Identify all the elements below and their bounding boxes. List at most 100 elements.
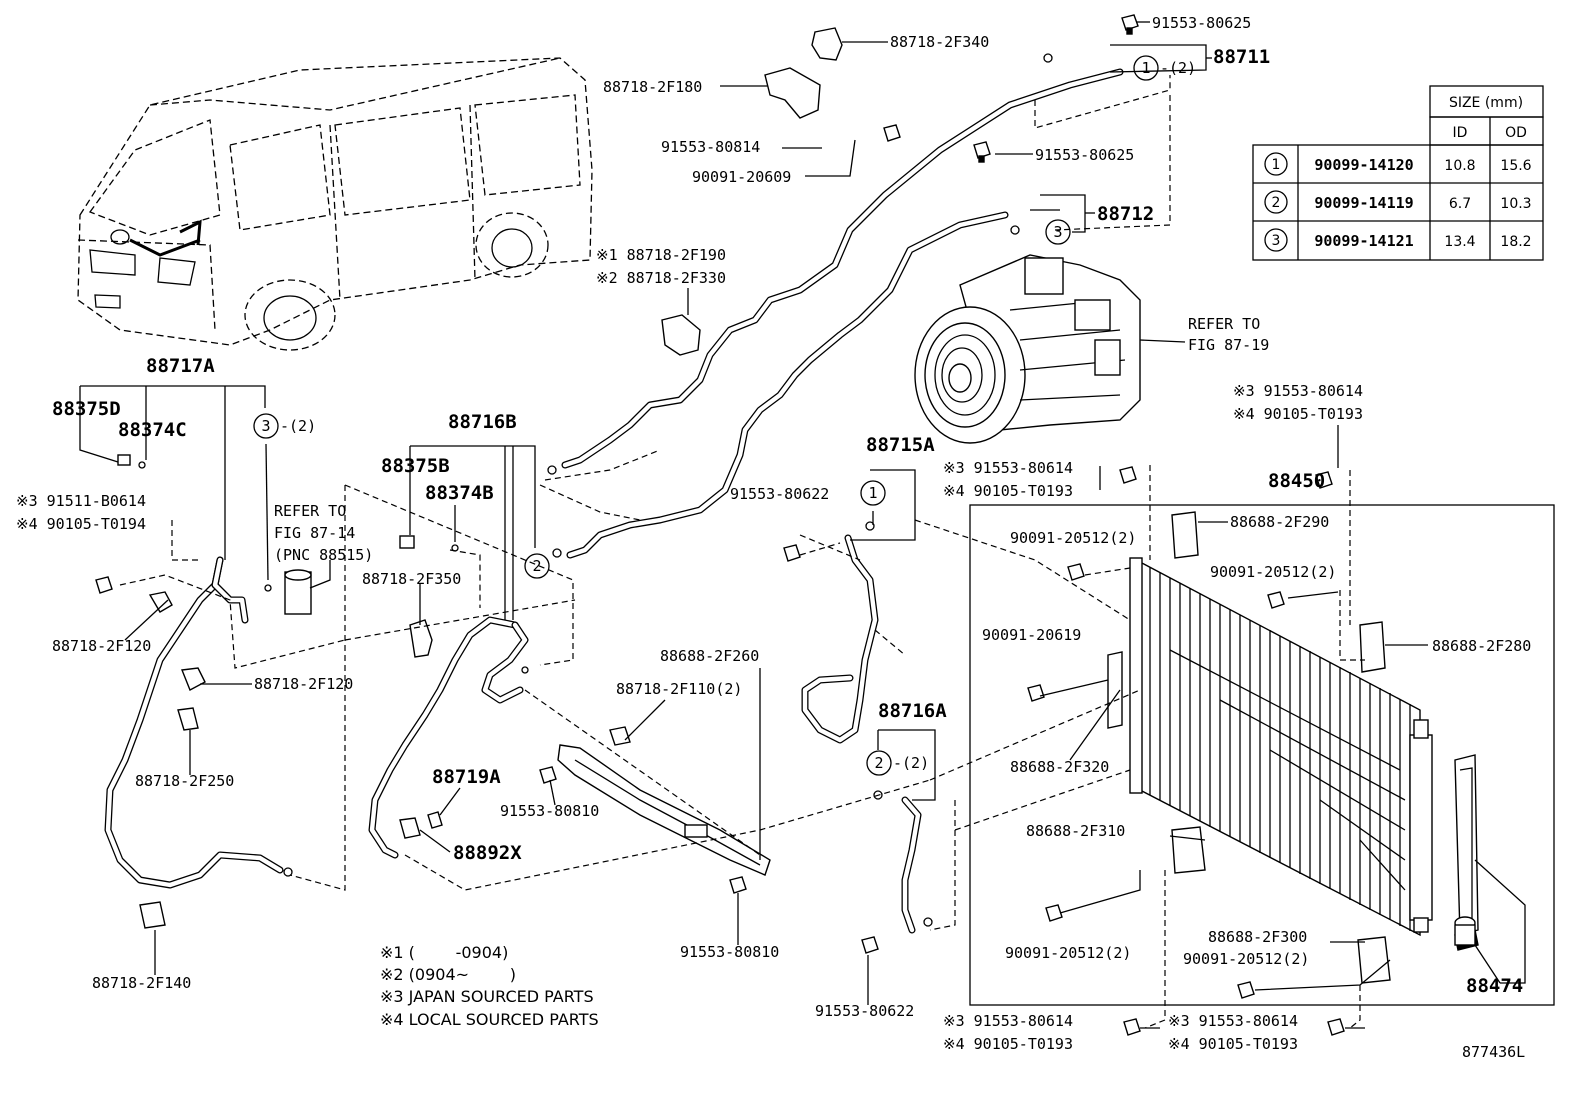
callout: 88711 [1213,46,1270,68]
callout: ※3 91553-80614 [943,459,1073,477]
callout: 88688-2F320 [1010,758,1109,776]
callout: 88718-2F180 [603,78,702,96]
size-row-part: 90099-14119 [1314,194,1413,212]
callout: 88688-2F310 [1026,822,1125,840]
leader-lines [79,21,1526,1029]
svg-text:3: 3 [1053,223,1062,241]
size-row-od: 18.2 [1500,234,1531,250]
callout: 88892X [453,842,522,864]
callout: 90091-20619 [982,626,1081,644]
size-row-id: 10.8 [1444,158,1475,174]
callout: ※4 90105-T0193 [943,1035,1073,1053]
callout: 91553-80625 [1035,146,1134,164]
callout: 91553-80814 [661,138,760,156]
callout: 88716A [878,700,947,722]
callout: 88718-2F340 [890,33,989,51]
callout: ※1 88718-2F190 [596,246,726,264]
callout: ※4 90105-T0194 [16,515,146,533]
callout-labels: 91553-80625 88718-2F340 88711 88718-2F18… [16,14,1531,1061]
callout: 91553-80622 [730,485,829,503]
callout: 88374B [425,482,494,504]
size-row-id: 6.7 [1449,196,1471,212]
callout: 88474 [1466,975,1523,997]
callout: 88712 [1097,203,1154,225]
figure-code: 877436L [1462,1043,1525,1061]
svg-text:2: 2 [532,557,541,575]
callout: 88374C [118,419,187,441]
callout: 88688-2F290 [1230,513,1329,531]
callout: 88450 [1268,470,1325,492]
size-row-od: 10.3 [1500,196,1531,212]
callout: 91553-80810 [680,943,779,961]
callout: 88718-2F250 [135,772,234,790]
svg-text:-(2): -(2) [893,754,929,772]
callout: ※4 90105-T0193 [1233,405,1363,423]
callout: 88688-2F300 [1208,928,1307,946]
callout: 91553-80625 [1152,14,1251,32]
svg-text:-(2): -(2) [280,417,316,435]
footnotes: ※1 ( -0904) ※2 (0904~ ) ※3 JAPAN SOURCED… [380,943,599,1029]
svg-text:-(2): -(2) [1160,59,1196,77]
callout: ※4 90105-T0193 [1168,1035,1298,1053]
callout: REFER TO [1188,315,1260,333]
assembly-dashed-lines [119,75,1365,1029]
callout: 88688-2F280 [1432,637,1531,655]
callout: ※3 91553-80614 [943,1012,1073,1030]
callout: 88718-2F120 [254,675,353,693]
svg-text:3: 3 [261,417,270,435]
callout: 88718-2F140 [92,974,191,992]
footnote: ※3 JAPAN SOURCED PARTS [380,987,594,1006]
condenser-frame [969,504,1555,1006]
callout: 91553-80622 [815,1002,914,1020]
size-row-part: 90099-14121 [1314,232,1413,250]
callout: 88717A [146,355,215,377]
circle-ref-1a: 1 -(2) [1133,55,1196,81]
callout: 90091-20512(2) [1010,529,1136,547]
size-row-ref: 1 [1272,157,1281,173]
callout: 88716B [448,411,517,433]
svg-text:1: 1 [868,484,877,502]
size-row-ref: 3 [1272,233,1281,249]
callout: 90091-20512(2) [1183,950,1309,968]
callout: 88718-2F120 [52,637,151,655]
svg-text:1: 1 [1141,59,1150,77]
footnote: ※4 LOCAL SOURCED PARTS [380,1010,599,1029]
circle-ref-2a: 2 [524,553,550,579]
callout: 88375D [52,398,121,420]
size-row-id: 13.4 [1444,234,1475,250]
callout: ※4 90105-T0193 [943,482,1073,500]
callout: 88718-2F110(2) [616,680,742,698]
callout: FIG 87-19 [1188,336,1269,354]
receiver-88474 [1454,754,1479,951]
callout: 88718-2F350 [362,570,461,588]
size-table: SIZE (mm) ID OD 1 90099-14120 10.8 15.6 … [1252,85,1544,261]
bracket-88688-2f260 [557,744,771,876]
pipes [104,68,1124,934]
circle-ref-3b: 3 -(2) [253,413,316,439]
circle-ref-2b: 2 -(2) [866,750,929,776]
small-parts [95,14,1391,1036]
callout: REFER TO [274,502,346,520]
condenser [1129,557,1433,937]
van-illustration [77,57,593,351]
callout: 91553-80810 [500,802,599,820]
callout: 88688-2F260 [660,647,759,665]
size-row-part: 90099-14120 [1314,156,1413,174]
callout: FIG 87-14 [274,524,355,542]
footnote: ※2 (0904~ ) [380,965,516,984]
callout: 90091-20609 [692,168,791,186]
compressor [914,254,1141,444]
size-table-header: SIZE (mm) [1449,95,1523,111]
callout: 90091-20512(2) [1210,563,1336,581]
size-row-od: 15.6 [1500,158,1531,174]
callout: 88715A [866,434,935,456]
callout: ※3 91553-80614 [1233,382,1363,400]
callout: (PNC 88515) [274,546,373,564]
size-row-ref: 2 [1272,195,1281,211]
svg-text:2: 2 [874,754,883,772]
callout: ※2 88718-2F330 [596,269,726,287]
size-table-col-od: OD [1505,125,1527,141]
callout: ※3 91553-80614 [1168,1012,1298,1030]
footnote: ※1 ( -0904) [380,943,508,962]
